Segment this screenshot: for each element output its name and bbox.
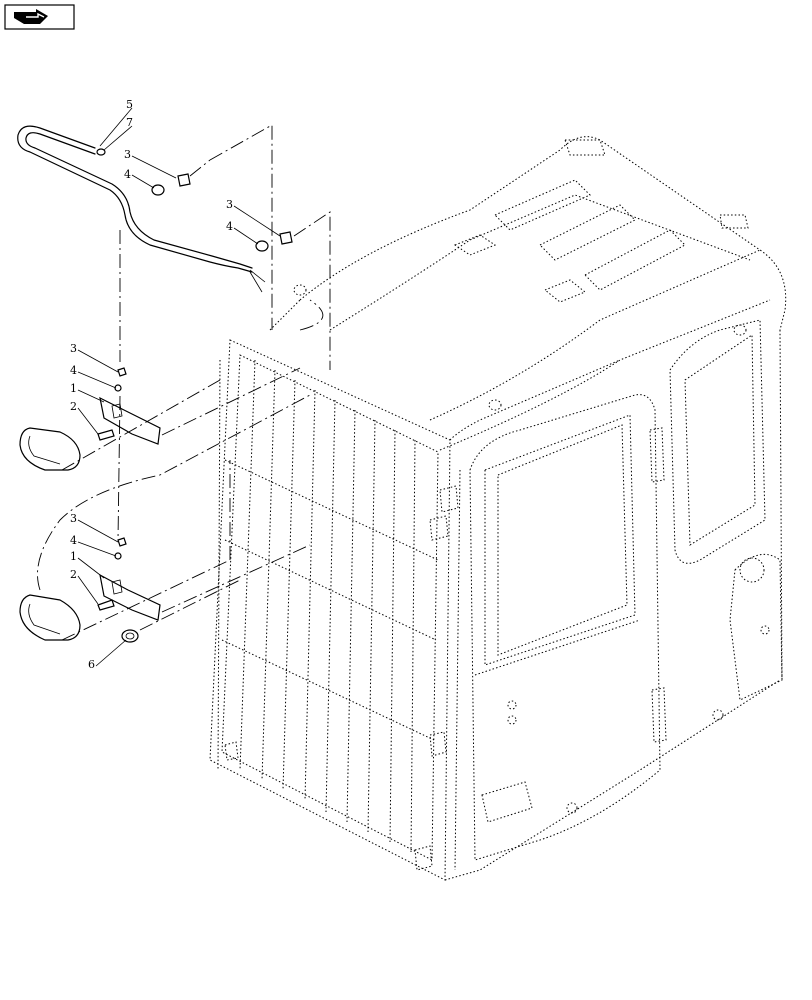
callout-label: 5 (126, 98, 133, 111)
callout-label: 3 (70, 512, 77, 525)
projection-lines (37, 124, 331, 641)
callout-label: 7 (126, 116, 133, 129)
callout-label: 4 (226, 220, 233, 233)
callout-label: 6 (88, 658, 95, 671)
nav-arrow-button[interactable] (4, 4, 75, 30)
callout-label: 4 (70, 534, 77, 547)
lower-lamp-bracket (19, 537, 161, 643)
callout-label: 1 (70, 550, 77, 563)
callout-label: 2 (70, 568, 77, 581)
clip-parts (151, 173, 293, 252)
guard-rail-part (17, 125, 266, 293)
cab-outline (209, 136, 787, 881)
callout-label: 3 (124, 148, 131, 161)
callout-label: 3 (226, 198, 233, 211)
leader-lines (77, 107, 281, 667)
callout-label: 1 (70, 382, 77, 395)
callouts: 5 7 3 4 3 4 3 4 1 2 3 4 1 2 6 (70, 98, 233, 671)
callout-label: 3 (70, 342, 77, 355)
callout-label: 4 (124, 168, 131, 181)
callout-label: 2 (70, 400, 77, 413)
callout-label: 4 (70, 364, 77, 377)
upper-lamp-bracket (19, 367, 161, 471)
